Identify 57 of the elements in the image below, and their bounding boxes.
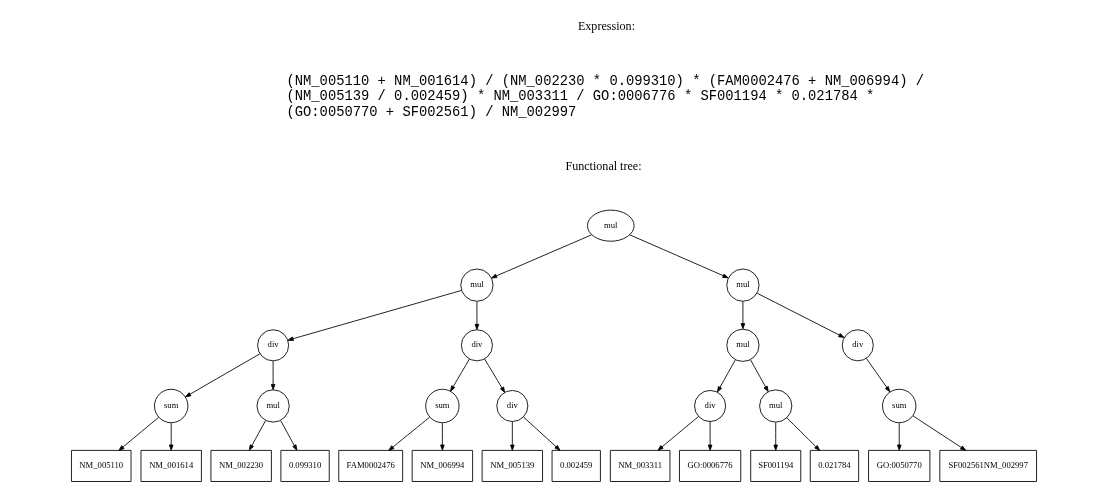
node-box: NM_003311 — [609, 449, 670, 482]
node-box: FAM0002476 — [337, 449, 403, 482]
node-box: 0.002459 — [551, 449, 601, 482]
node-box: NM_002230 — [210, 449, 272, 482]
arrow — [287, 290, 462, 341]
arrow — [628, 234, 729, 279]
arrow — [449, 358, 470, 392]
node-circle: sum — [153, 388, 188, 424]
arrow — [786, 417, 820, 451]
node-circle: mul — [256, 389, 290, 423]
node-circle: mul — [725, 268, 759, 302]
arrow — [657, 416, 699, 451]
arrow — [474, 301, 479, 330]
arrow — [184, 353, 260, 398]
arrow — [756, 292, 844, 338]
arrow — [912, 415, 966, 451]
node-box: NM_001614 — [140, 449, 202, 482]
node-circle: mul — [459, 268, 493, 302]
node-circle: div — [460, 329, 493, 362]
node-box: GO:0050770 — [867, 449, 930, 482]
node-ellipse: mul — [586, 209, 635, 242]
node-box: NM_005139 — [481, 449, 543, 482]
arrow — [773, 422, 778, 451]
arrow — [117, 416, 159, 451]
node-circle: div — [693, 390, 726, 422]
node-circle: div — [256, 329, 289, 362]
label: (NM_005110 + NM_001614) / (NM_002230 * 0.099310) * (FAM0002476 + NM_006994) / (NM_005139 / 0.002459) * NM_003311 / GO:0006776 * SF001194 * 0.021784 * (GO:0050770 + SF002561) / NM_002997 — [285, 73, 924, 120]
arrow — [387, 416, 430, 451]
arrow — [248, 420, 266, 451]
node-circle: mul — [725, 328, 759, 362]
arrow — [439, 422, 445, 451]
label: Functional tree: — [564, 159, 642, 174]
node-box: 0.021784 — [809, 449, 859, 482]
node-circle: div — [495, 390, 528, 422]
node-box: 0.099310 — [279, 449, 330, 482]
node-box: SF001194 — [749, 449, 801, 482]
arrow — [509, 421, 515, 451]
node-circle: div — [841, 329, 874, 362]
node-box: GO:0006776 — [678, 449, 741, 482]
arrow — [716, 359, 736, 393]
arrow — [749, 359, 769, 392]
arrow — [483, 358, 505, 393]
label: Expression: — [577, 19, 635, 34]
arrow — [270, 360, 275, 391]
node-box: SF002561NM_002997 — [938, 449, 1037, 482]
node-box: NM_006994 — [411, 449, 473, 482]
node-circle: mul — [758, 389, 792, 423]
arrow — [865, 357, 890, 393]
arrow — [168, 422, 173, 451]
arrow — [896, 422, 901, 451]
node-box: NM_005110 — [70, 449, 131, 482]
arrow — [279, 420, 297, 451]
arrow — [490, 234, 592, 279]
arrow — [740, 301, 745, 330]
node-circle: sum — [424, 388, 459, 424]
arrow — [522, 416, 560, 451]
arrow — [707, 421, 712, 451]
